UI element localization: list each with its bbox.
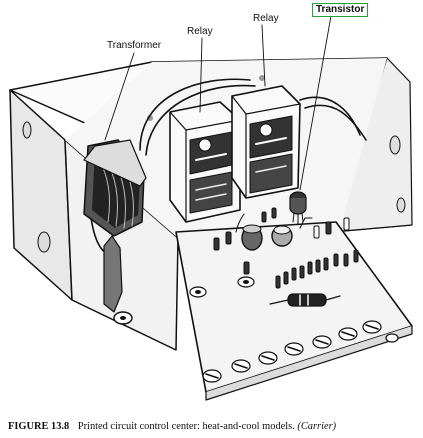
caption-figure-number: FIGURE 13.8 bbox=[8, 421, 70, 432]
relay-2 bbox=[231, 85, 301, 199]
callout-relay-1: Relay bbox=[187, 26, 213, 37]
resistor bbox=[269, 293, 341, 307]
caption-text: Printed circuit control center: heat-and… bbox=[77, 421, 295, 432]
caption-credit: (Carrier) bbox=[297, 421, 337, 432]
figure-caption: FIGURE 13.8 Printed circuit control cent… bbox=[8, 420, 420, 433]
control-center-illustration bbox=[9, 15, 413, 401]
transformer bbox=[83, 139, 147, 325]
callout-relay-2: Relay bbox=[253, 13, 279, 24]
transistor bbox=[289, 191, 307, 225]
callout-leaders bbox=[104, 15, 332, 191]
terminal-strip bbox=[202, 320, 399, 383]
callout-transformer: Transformer bbox=[107, 40, 162, 51]
circuit-board bbox=[175, 191, 413, 401]
relay-1 bbox=[169, 101, 241, 223]
callout-transistor: Transistor bbox=[312, 3, 369, 17]
